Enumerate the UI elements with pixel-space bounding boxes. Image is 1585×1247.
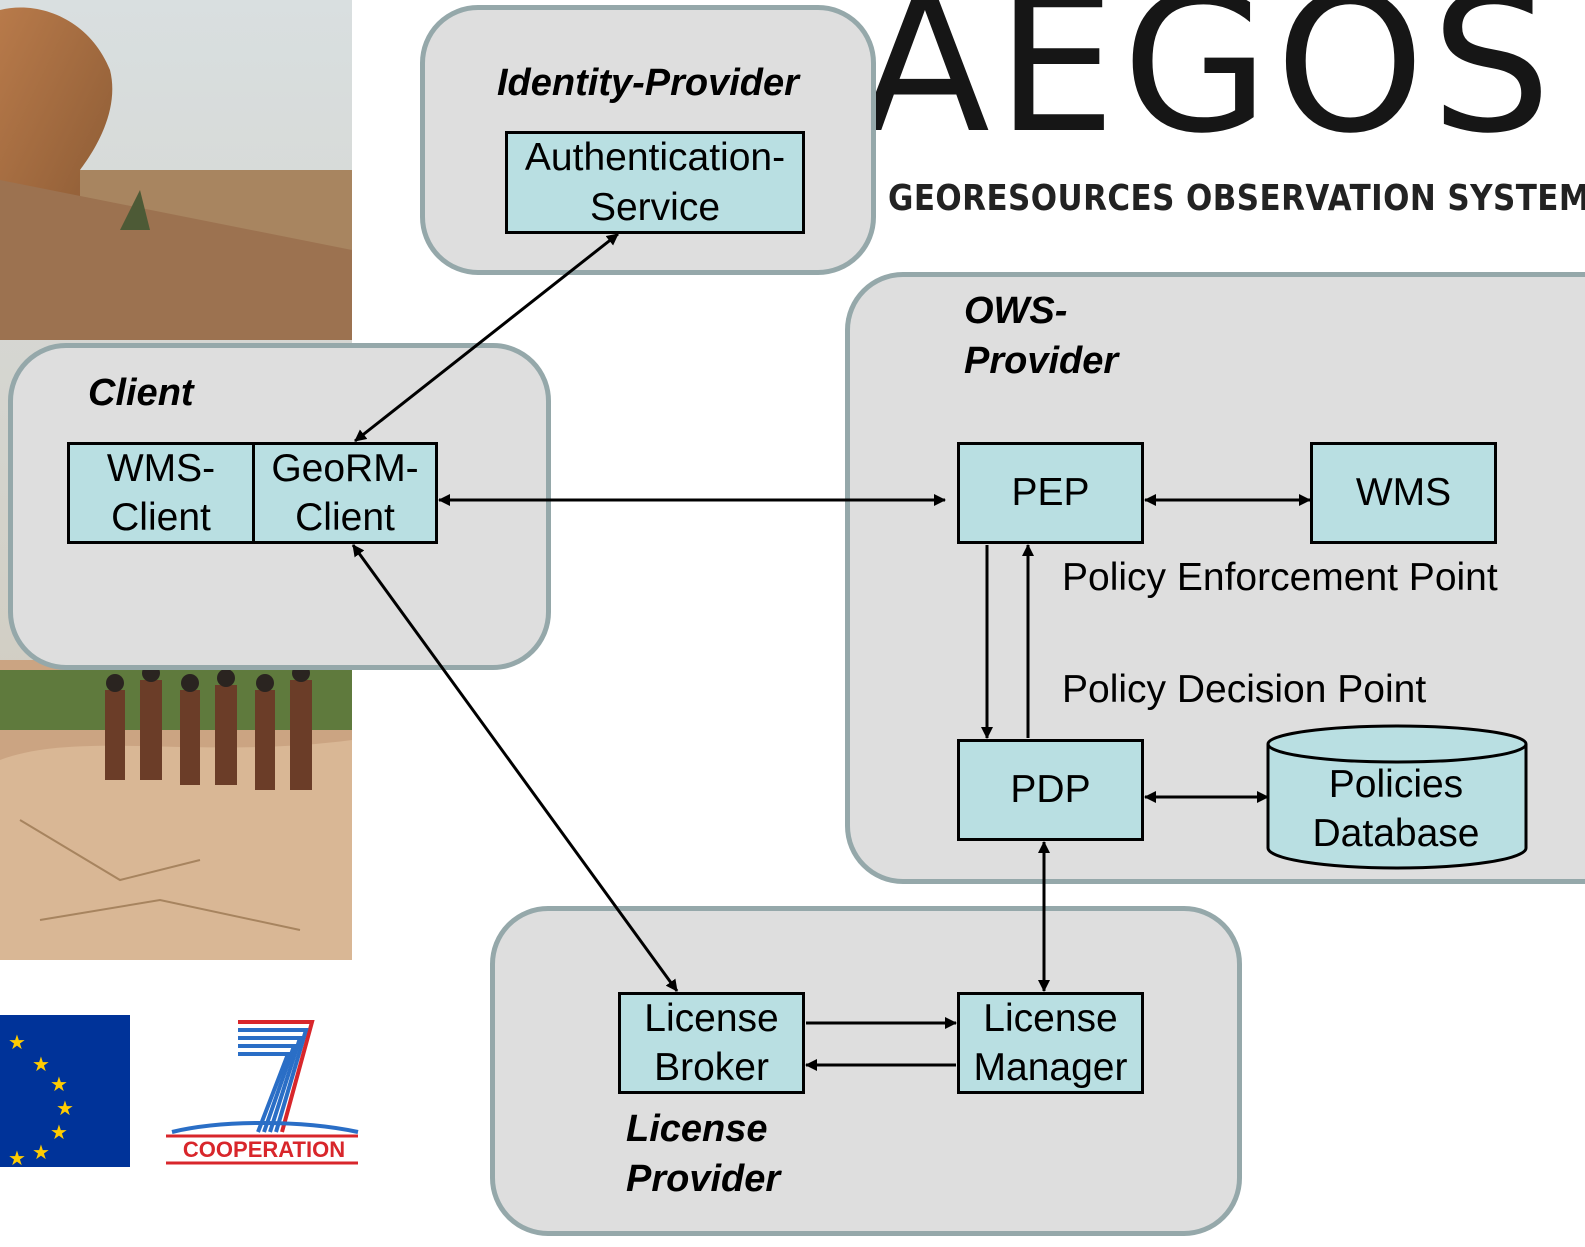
license-provider-title: License Provider (626, 1104, 780, 1204)
license-manager-node: License Manager (957, 992, 1144, 1094)
policies-database-label: Policies Database (1268, 760, 1524, 858)
policies-database-line2: Database (1312, 812, 1480, 856)
pep-label: PEP (1011, 471, 1090, 515)
georm-client-node: GeoRM- Client (252, 442, 438, 544)
wms-node: WMS (1310, 442, 1497, 544)
license-broker-line1: License (644, 996, 779, 1040)
license-broker-line2: Broker (654, 1046, 769, 1089)
ows-provider-title-line1: OWS- (964, 290, 1068, 332)
wms-client-node: WMS- Client (67, 442, 255, 544)
license-manager-line2: Manager (973, 1046, 1128, 1089)
authentication-service-line2: Service (589, 185, 721, 229)
svg-text:★: ★ (56, 1096, 74, 1120)
aegos-logo-wordmark: AEGOS (860, 0, 1558, 175)
ows-provider-title: OWS- Provider (964, 286, 1118, 386)
fp7-cooperation-label: COOPERATION (182, 1137, 346, 1162)
fp7-cooperation-logo (166, 1020, 359, 1165)
svg-text:★: ★ (50, 1120, 68, 1144)
wms-client-line1: WMS- (106, 446, 216, 490)
pep-caption: Policy Enforcement Point (1062, 556, 1498, 599)
svg-text:★: ★ (8, 1030, 26, 1054)
license-manager-line1: License (983, 996, 1118, 1040)
policies-database-cylinder (1266, 724, 1528, 870)
pep-node: PEP (957, 442, 1144, 544)
authentication-service-node: Authentication- Service (505, 131, 805, 234)
eu-flag-logo: ★★★ ★★★ ★ (0, 1015, 130, 1167)
georm-client-line2: Client (295, 496, 395, 539)
arrow-georm-to-license-broker (351, 544, 679, 992)
georm-client-line1: GeoRM- (271, 446, 419, 490)
pdp-node: PDP (957, 739, 1144, 841)
svg-text:★: ★ (50, 1072, 68, 1096)
svg-text:★: ★ (32, 1052, 50, 1076)
arrow-auth-to-georm (354, 232, 619, 443)
identity-provider-title: Identity-Provider (497, 62, 799, 104)
landscape-photo (0, 0, 352, 960)
license-provider-title-line2: Provider (626, 1158, 781, 1201)
svg-text:★: ★ (32, 1140, 50, 1164)
wms-label: WMS (1355, 471, 1452, 515)
client-title: Client (88, 372, 194, 414)
wms-client-line2: Client (111, 496, 211, 539)
policies-database-line1: Policies (1328, 763, 1464, 806)
svg-text:★: ★ (8, 1146, 26, 1167)
ows-provider-title-line2: Provider (964, 340, 1119, 383)
license-broker-node: License Broker (618, 992, 805, 1094)
pdp-caption: Policy Decision Point (1062, 668, 1427, 711)
authentication-service-line1: Authentication- (524, 136, 786, 180)
pdp-label: PDP (1010, 768, 1091, 812)
aegos-subtitle: GEORESOURCES OBSERVATION SYSTEM (888, 178, 1585, 219)
license-provider-title-line1: License (626, 1108, 768, 1150)
